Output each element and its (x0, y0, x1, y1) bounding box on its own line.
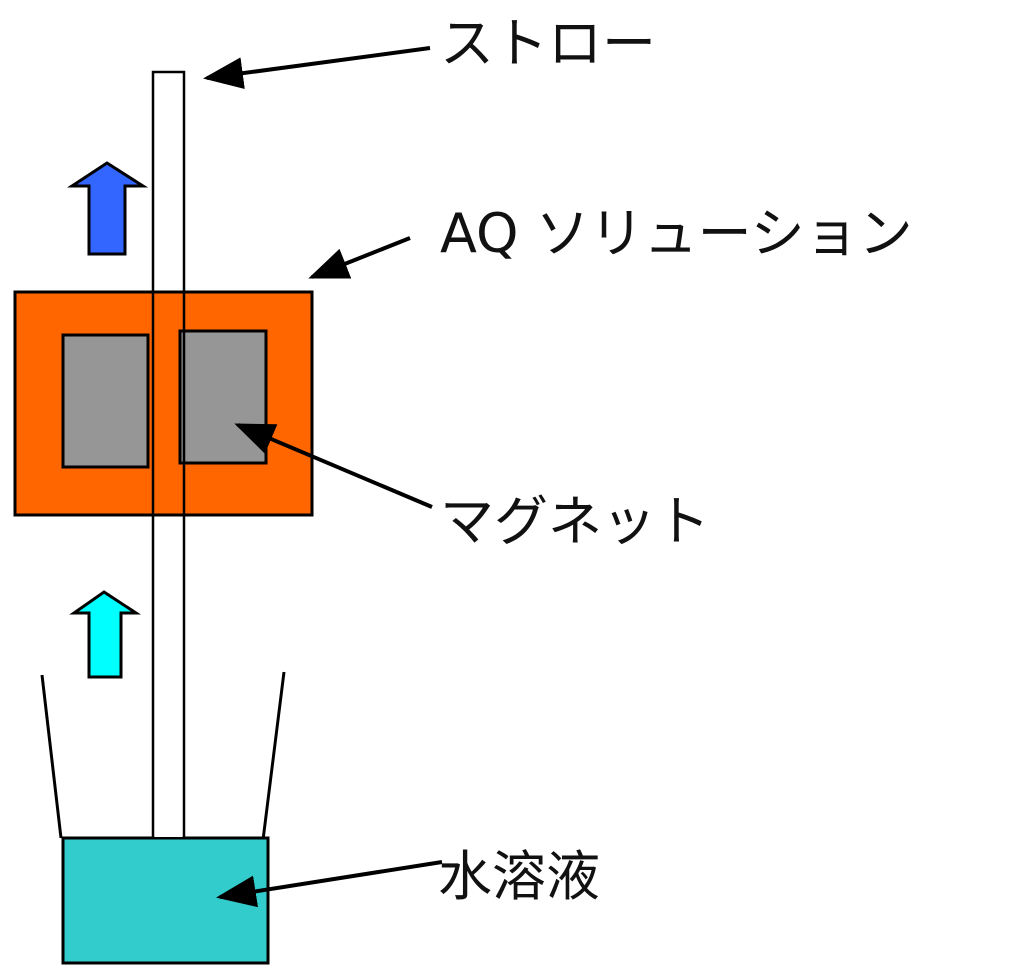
beaker-wall-left (40, 674, 63, 839)
label-magnet: マグネット (440, 490, 710, 553)
up-arrow-cyan-icon (69, 590, 142, 679)
label-aq-solution: AQ ソリューション (440, 202, 913, 265)
magnet-right (178, 329, 268, 465)
label-straw: ストロー (440, 12, 656, 75)
label-aqueous-solution: 水溶液 (438, 845, 600, 908)
aqueous-solution-liquid (61, 836, 270, 965)
magnet-pointer-arrow (234, 423, 433, 509)
straw-pointer-arrow (203, 46, 431, 90)
straw (151, 70, 186, 838)
up-arrow-blue-icon (66, 161, 149, 256)
aq-solution-pointer-arrow (308, 236, 411, 279)
aqueous-solution-pointer-arrow (216, 860, 443, 908)
beaker-wall-right (260, 671, 286, 849)
magnet-left (61, 333, 150, 469)
